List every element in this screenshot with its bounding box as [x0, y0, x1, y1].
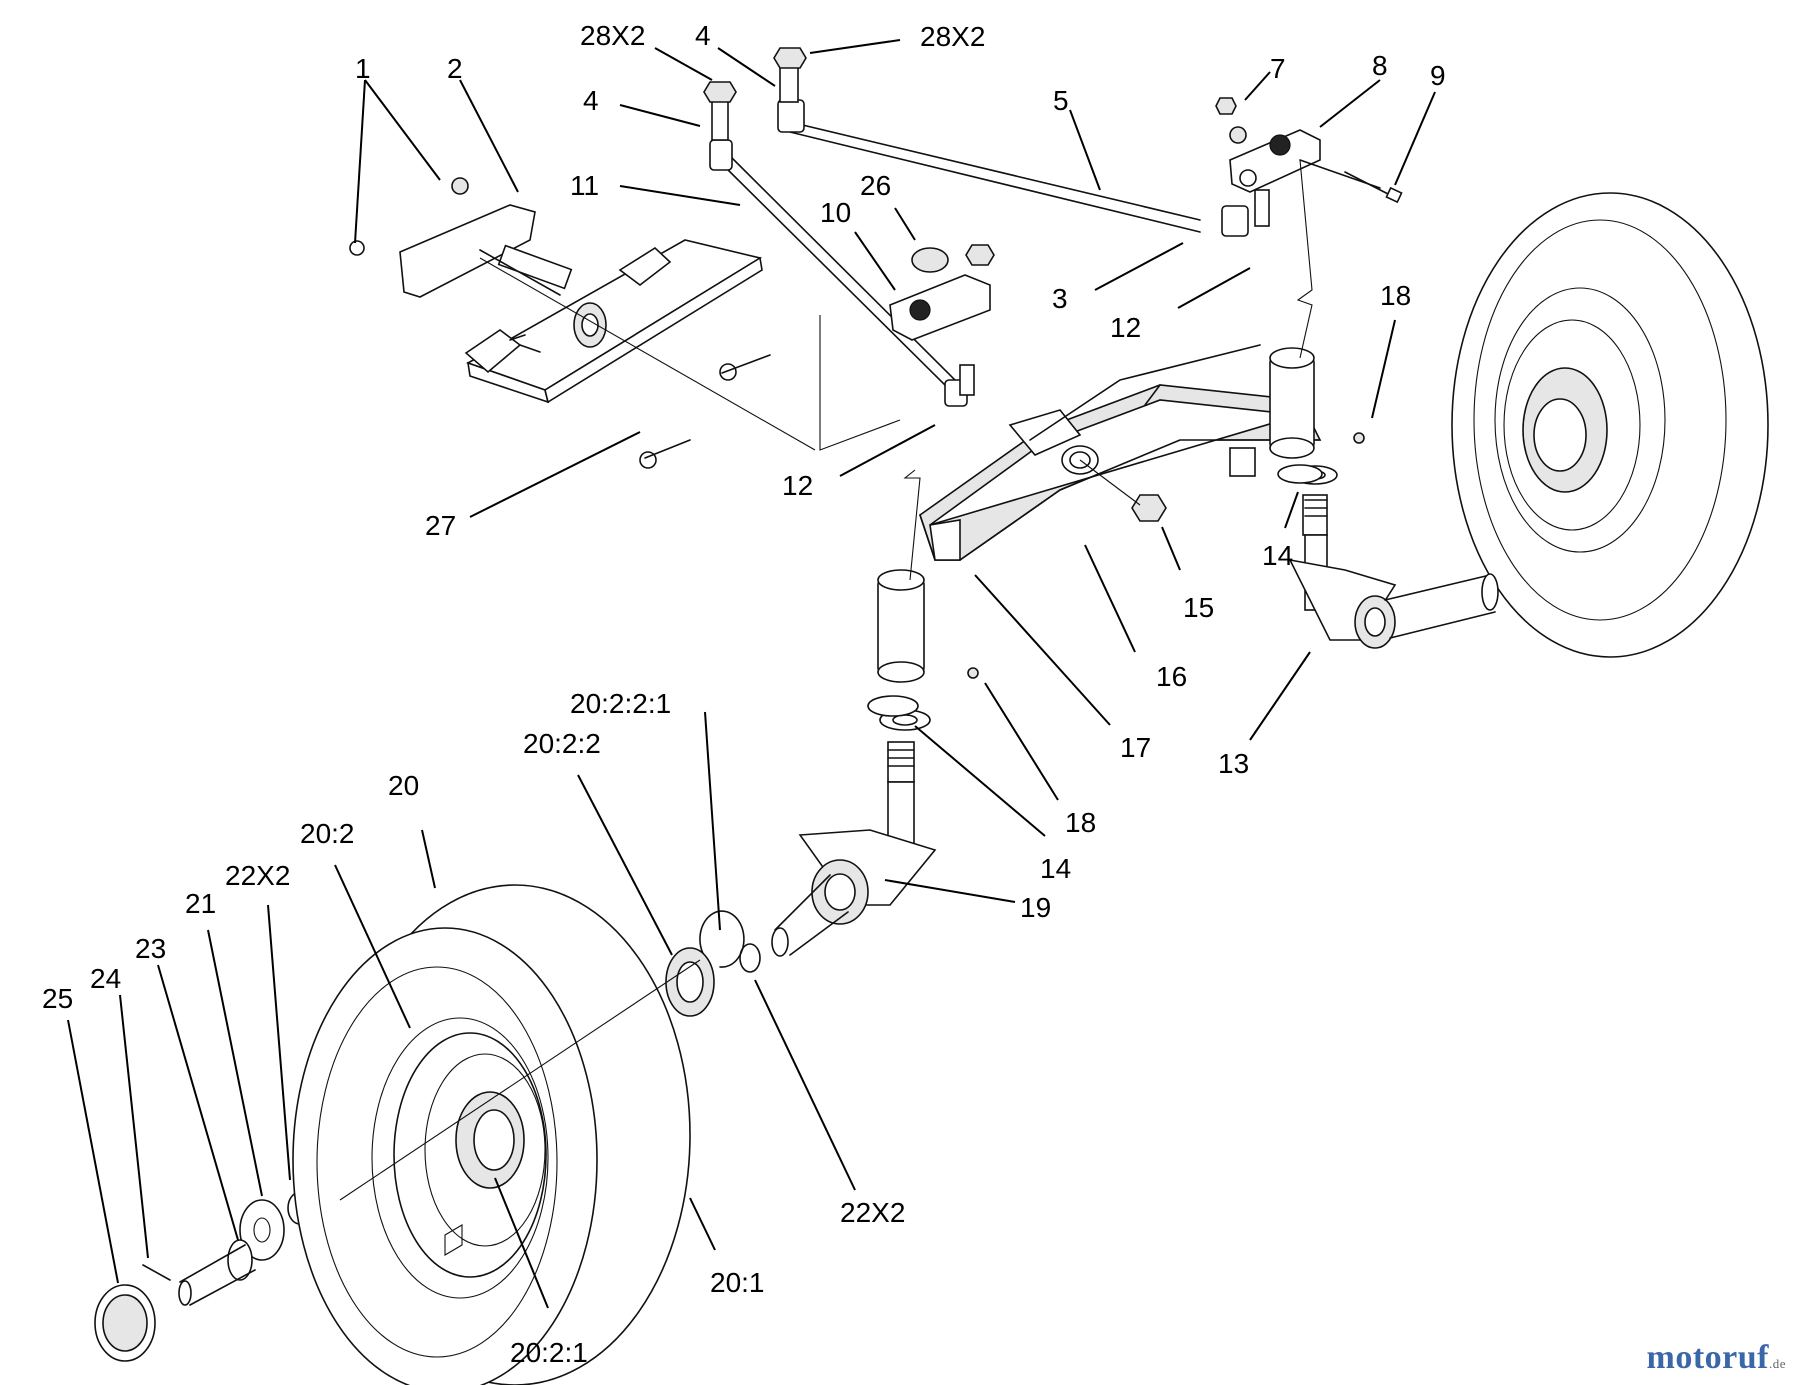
label-27: 27: [425, 510, 456, 541]
label-26: 26: [860, 170, 891, 201]
label-12-right: 12: [1110, 312, 1141, 343]
label-22x2-top: 22X2: [225, 860, 290, 891]
label-13: 13: [1218, 748, 1249, 779]
left-wheel: [292, 884, 701, 1385]
right-wheel: [1451, 192, 1769, 658]
mounting-plate: [349, 177, 771, 469]
label-1: 1: [355, 53, 371, 84]
label-20-1: 20:1: [710, 1267, 765, 1298]
label-20-2-2: 20:2:2: [523, 728, 601, 759]
label-19: 19: [1020, 892, 1051, 923]
tie-rods: [703, 47, 1270, 407]
label-25: 25: [42, 983, 73, 1014]
reference-lines: [479, 159, 1313, 581]
label-11: 11: [570, 170, 599, 201]
label-15: 15: [1183, 592, 1214, 623]
label-5: 5: [1053, 85, 1069, 116]
label-12-center: 12: [782, 470, 813, 501]
label-24: 24: [90, 963, 121, 994]
leader-lines: [67, 39, 1436, 1309]
label-4-left: 4: [583, 85, 599, 116]
label-28x2-right: 28X2: [920, 21, 985, 52]
label-20-2-2-1: 20:2:2:1: [570, 688, 671, 719]
spindles: [771, 465, 1499, 957]
small-hardware: [94, 432, 1365, 1362]
watermark-suffix: .de: [1768, 1356, 1786, 1371]
label-14-right: 14: [1262, 540, 1293, 571]
watermark-logo: motoruf.de: [1647, 1339, 1787, 1377]
label-9: 9: [1430, 60, 1446, 91]
label-7: 7: [1270, 53, 1286, 84]
label-18-top: 18: [1380, 280, 1411, 311]
label-2: 2: [447, 53, 463, 84]
label-16: 16: [1156, 661, 1187, 692]
label-18-bottom: 18: [1065, 807, 1096, 838]
steering-arms: [889, 97, 1403, 341]
label-14-bottom: 14: [1040, 853, 1071, 884]
label-20-2: 20:2: [300, 818, 355, 849]
part-labels: 1 2 28X2 4 28X2 4 5 7 8 9 11 26 10 3 12 …: [42, 20, 1446, 1368]
label-3: 3: [1052, 283, 1068, 314]
label-22x2-bottom: 22X2: [840, 1197, 905, 1228]
label-20: 20: [388, 770, 419, 801]
front-axle: [877, 344, 1322, 683]
label-10: 10: [820, 197, 851, 228]
label-20-2-1: 20:2:1: [510, 1337, 588, 1368]
label-28x2-left: 28X2: [580, 20, 645, 51]
label-21: 21: [185, 888, 216, 919]
label-17: 17: [1120, 732, 1151, 763]
watermark-brand: motoruf: [1646, 1339, 1769, 1376]
label-4-top: 4: [695, 20, 711, 51]
label-23: 23: [135, 933, 166, 964]
label-8: 8: [1372, 50, 1388, 81]
